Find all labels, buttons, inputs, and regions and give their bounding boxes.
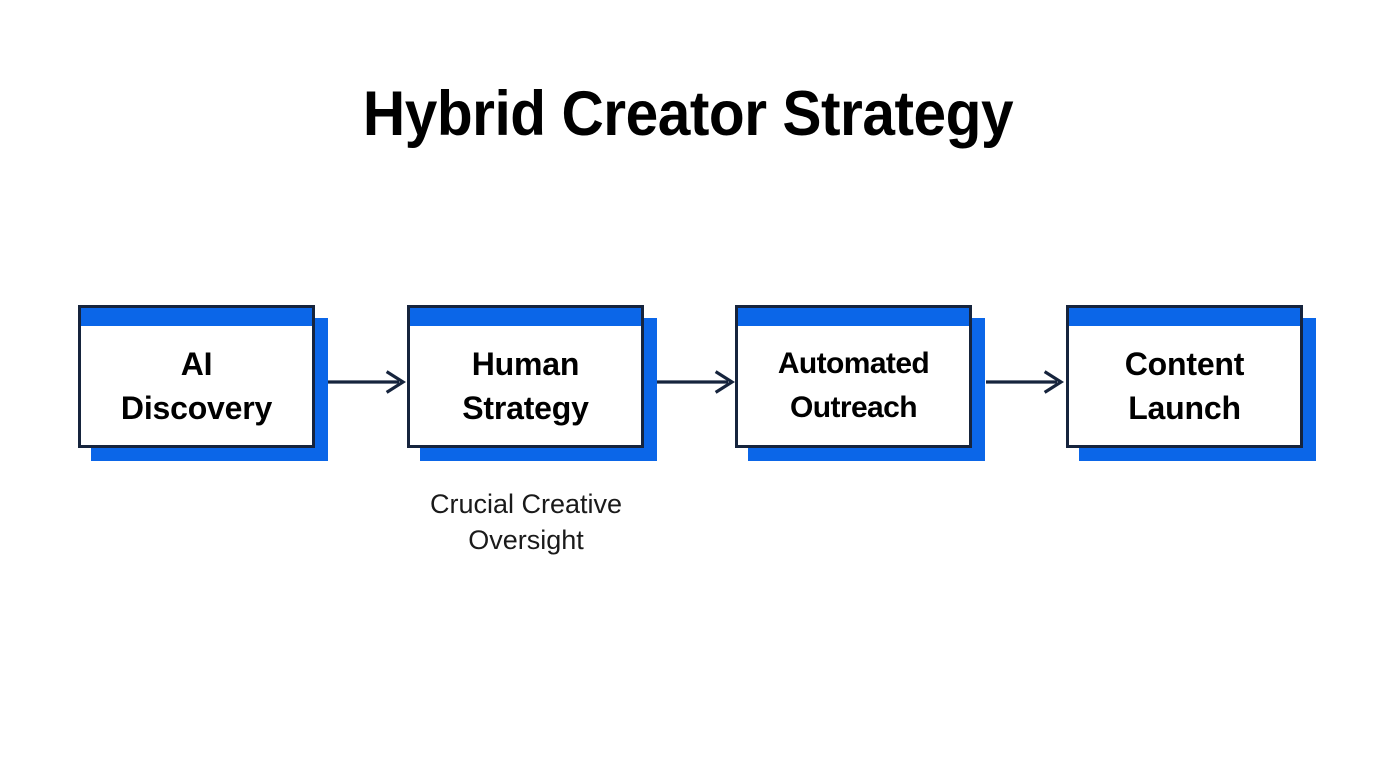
- flow-node-ai-discovery[interactable]: AI Discovery: [78, 305, 328, 461]
- flow-node-label: Human Strategy: [462, 345, 589, 426]
- node-accent-band: [738, 308, 969, 326]
- page-title: Hybrid Creator Strategy: [362, 79, 1014, 149]
- flow-node-label: AI Discovery: [120, 345, 273, 426]
- flow-node-automated-outreach[interactable]: Automated Outreach: [735, 305, 985, 461]
- node-box: Content Launch: [1066, 305, 1303, 448]
- node-accent-band: [81, 308, 312, 326]
- flow-node-content-launch[interactable]: Content Launch: [1066, 305, 1316, 461]
- flow-arrow-icon: [328, 366, 406, 398]
- flow-node-human-strategy[interactable]: Human Strategy: [407, 305, 657, 461]
- flow-node-annotation: Crucial Creative Oversight: [429, 489, 623, 555]
- node-box: AI Discovery: [78, 305, 315, 448]
- flow-node-label: Automated Outreach: [777, 346, 930, 424]
- node-accent-band: [1069, 308, 1300, 326]
- flow-arrow-icon: [657, 366, 735, 398]
- flow-arrow-icon: [986, 366, 1064, 398]
- flow-node-label: Content Launch: [1124, 345, 1245, 426]
- node-box: Automated Outreach: [735, 305, 972, 448]
- node-box: Human Strategy: [407, 305, 644, 448]
- node-accent-band: [410, 308, 641, 326]
